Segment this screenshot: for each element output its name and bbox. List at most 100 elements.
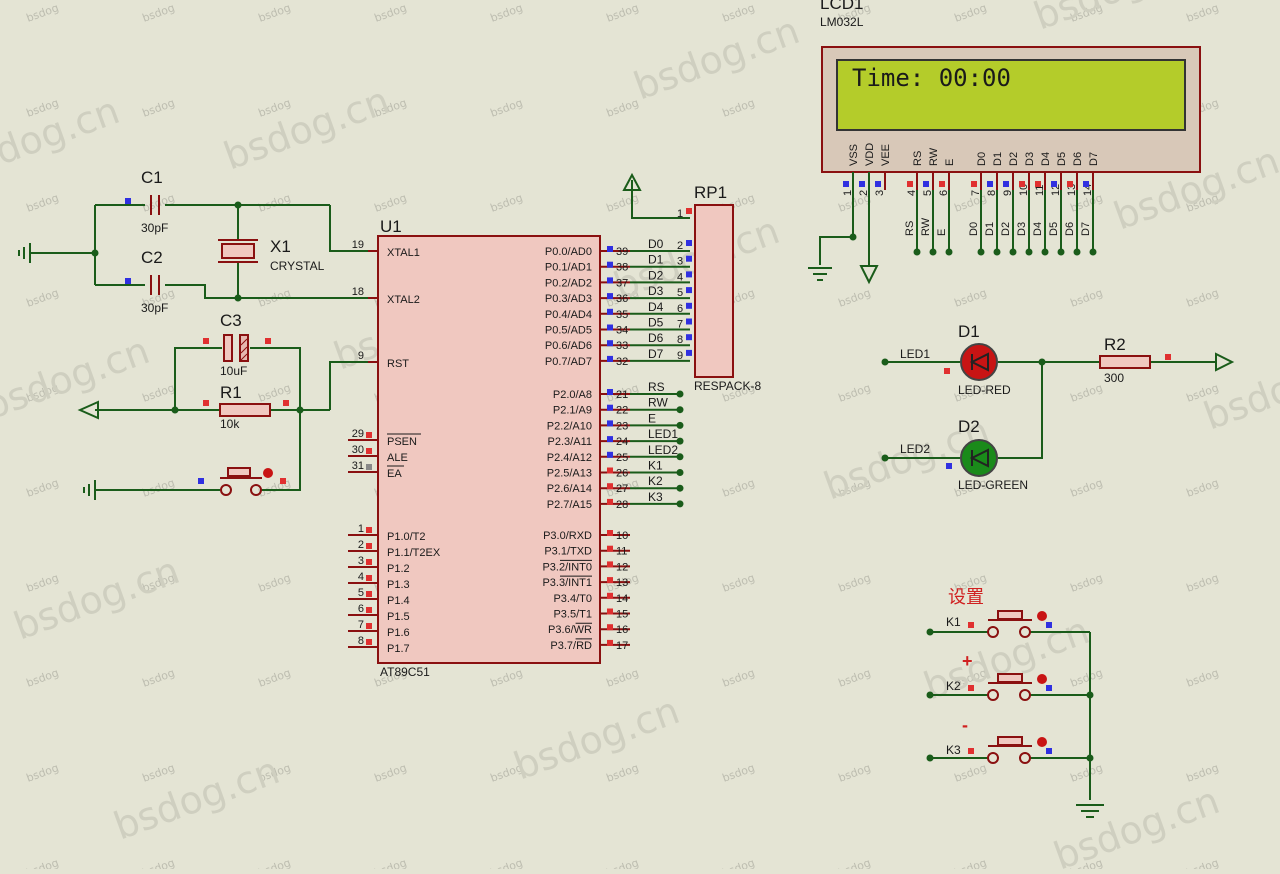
watermark-small: bsdog — [721, 666, 757, 690]
lcd-pin[interactable]: RS4 — [906, 151, 924, 256]
watermark-small: bsdog — [721, 761, 757, 785]
mcu-left-pin[interactable]: 7P1.6 — [348, 619, 410, 639]
mcu-left-pin[interactable]: 6P1.5 — [348, 603, 410, 623]
mcu-pin-name: P1.3 — [387, 579, 410, 591]
rp1-pin[interactable]: 4 — [677, 271, 692, 283]
lcd-pin[interactable]: D07 — [970, 152, 988, 256]
mcu-left-pin[interactable]: 8P1.7 — [348, 635, 410, 655]
net-label: D6 — [648, 331, 664, 345]
lcd-pin-name: D7 — [1088, 152, 1100, 166]
lcd-module — [821, 46, 1201, 173]
mcu-pin-name: ALE — [387, 452, 408, 464]
rp1-pin[interactable]: 5 — [677, 287, 692, 299]
mcu-pin-number: 16 — [616, 624, 628, 636]
mcu-pin-number: 32 — [616, 356, 628, 368]
rp1-pin[interactable]: 8 — [677, 334, 692, 346]
rp1-pin[interactable]: 2 — [677, 240, 692, 252]
mcu-left-pin[interactable]: 3P1.2 — [348, 555, 410, 575]
watermark-small: bsdog — [489, 96, 525, 120]
pushbutton-k1[interactable] — [926, 610, 1091, 638]
mcu-pin-number: 35 — [616, 309, 628, 321]
pushbutton-k2[interactable] — [926, 673, 1094, 701]
lcd-pin[interactable]: D29 — [1002, 152, 1020, 256]
plus-label: + — [962, 651, 973, 671]
watermark-small: bsdog — [373, 191, 409, 215]
d2-value: LED-GREEN — [958, 478, 1028, 492]
c2-value: 30pF — [141, 301, 168, 315]
lcd-pin[interactable]: RW5 — [922, 147, 940, 256]
watermark-large: bsdog.cn — [508, 688, 685, 788]
lcd-pin[interactable]: E6 — [938, 159, 956, 256]
mcu-left-pin[interactable]: 4P1.3 — [348, 571, 410, 591]
watermark-small: bsdog — [1069, 571, 1105, 595]
rp1-pin[interactable]: 9 — [677, 349, 692, 362]
watermark-small: bsdog — [1185, 286, 1221, 310]
lcd-pin[interactable]: D18 — [986, 152, 1004, 256]
watermark-small: bsdog — [1069, 761, 1105, 785]
pushbutton-k3[interactable] — [926, 736, 1094, 764]
watermark-small: bsdog — [25, 761, 61, 785]
mcu-body[interactable] — [377, 235, 601, 664]
mcu-left-pin[interactable]: 2P1.1/T2EX — [348, 539, 441, 559]
watermark-small: bsdog — [25, 286, 61, 310]
net-label: D1 — [648, 253, 664, 267]
watermark-small: bsdog — [721, 1, 757, 25]
mcu-pin-name: P3.1/TXD — [544, 546, 592, 558]
lcd-net-label: E — [936, 229, 948, 236]
rp1-resistor-pack — [622, 172, 734, 378]
mcu-pin-name: P2.7/A15 — [547, 499, 592, 511]
mcu-pin-number: 24 — [616, 436, 628, 448]
mcu-left-pin[interactable]: 5P1.4 — [348, 587, 410, 607]
rp1-pin[interactable]: 3 — [677, 255, 692, 268]
mcu-left-pin[interactable]: 1P1.0/T2 — [348, 523, 426, 543]
rp1-pin[interactable]: 6 — [677, 302, 692, 315]
lcd-pin-name: VSS — [848, 144, 860, 166]
rp1-pin-number: 1 — [677, 208, 683, 220]
r1-value: 10k — [220, 417, 240, 431]
minus-label: - — [962, 715, 968, 735]
rp1-pin[interactable]: 7 — [677, 318, 692, 331]
rp1-pin[interactable]: 1 — [677, 208, 692, 220]
watermark-small: bsdog — [1185, 476, 1221, 500]
mcu-pin-name: P2.3/A11 — [548, 436, 592, 448]
lcd-pin-name: D2 — [1008, 152, 1020, 166]
mcu-pin-number: 31 — [352, 460, 364, 472]
